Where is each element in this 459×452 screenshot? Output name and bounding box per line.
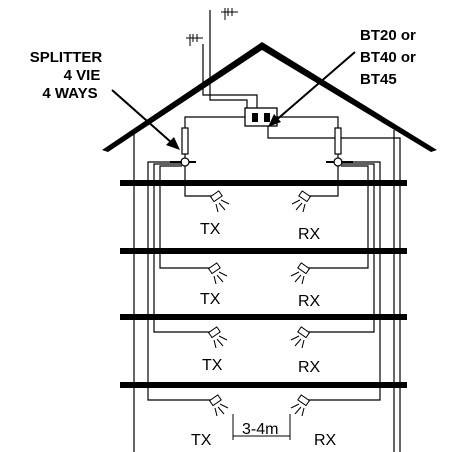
floor-slab-1 — [120, 180, 407, 186]
tx-label: TX — [200, 221, 221, 238]
floor-slabs — [120, 180, 407, 388]
rx-label: RX — [298, 226, 321, 243]
rx-receiver-icon — [290, 190, 312, 417]
left-distribution-cables — [147, 161, 215, 401]
tx-label: TX — [191, 432, 212, 449]
amplifier-label-line2: BT40 or — [360, 49, 416, 66]
rx-label: RX — [298, 293, 321, 310]
right-splitter — [326, 127, 353, 167]
antenna-cables — [202, 10, 258, 108]
distance-dimension — [232, 414, 291, 440]
floor-slab-2 — [120, 248, 407, 254]
amplifier-cables — [184, 116, 401, 452]
splitter-label-line3: 4 WAYS — [42, 85, 97, 102]
house-walls — [133, 130, 395, 452]
splitter-label-line2: 4 VIE — [64, 67, 101, 84]
tx-label: TX — [200, 291, 221, 308]
tx-emitter-icon — [207, 190, 230, 417]
arrow-icon — [111, 51, 356, 150]
rx-label: RX — [314, 432, 337, 449]
amplifier-box — [244, 107, 278, 127]
amplifier-label-line1: BT20 or — [360, 27, 416, 44]
floor-slab-3 — [120, 314, 407, 320]
splitter-label-line1: SPLITTER — [30, 49, 103, 66]
rx-label: RX — [298, 359, 321, 376]
floor-slab-4 — [120, 382, 407, 388]
tx-label: TX — [202, 357, 223, 374]
amplifier-label-line3: BT45 — [360, 71, 397, 88]
right-distribution-cables — [305, 161, 381, 401]
distance-label: 3-4m — [242, 421, 278, 438]
antenna-icon — [186, 8, 238, 46]
